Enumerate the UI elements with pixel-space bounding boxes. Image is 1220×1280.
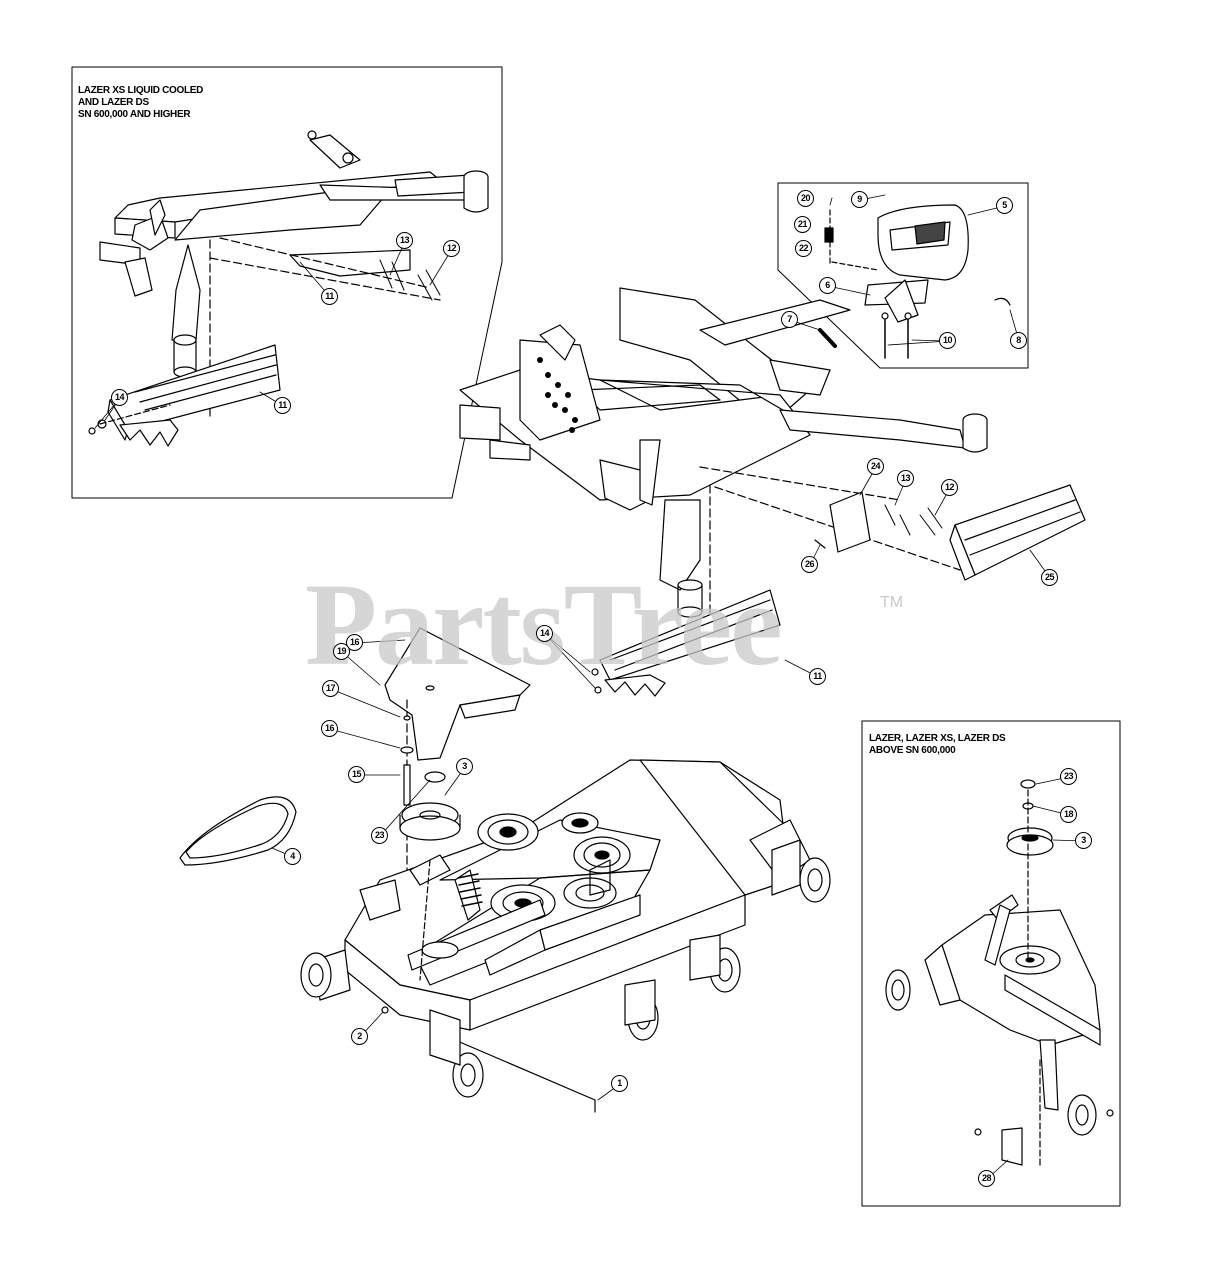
callout-28: 28	[978, 1170, 995, 1187]
callout-5: 5	[996, 197, 1013, 214]
callout-1: 1	[611, 1075, 628, 1092]
mower-deck	[300, 759, 831, 1113]
note-line: LAZER, LAZER XS, LAZER DS	[869, 733, 1006, 744]
trademark-mark: TM	[880, 594, 904, 611]
callout-22: 22	[795, 240, 812, 257]
callout-12-main: 12	[941, 479, 958, 496]
main-hitch-assembly	[459, 287, 1086, 697]
callout-6: 6	[819, 277, 836, 294]
callout-2: 2	[351, 1028, 368, 1045]
callout-3-inset: 3	[1075, 832, 1092, 849]
note-line: SN 600,000 AND HIGHER	[78, 109, 191, 120]
callout-7: 7	[781, 311, 798, 328]
callout-11-left-inset: 11	[274, 397, 291, 414]
note-line: ABOVE SN 600,000	[869, 745, 956, 756]
callout-4: 4	[284, 848, 301, 865]
callout-24: 24	[867, 458, 884, 475]
callout-16-upper: 16	[346, 634, 363, 651]
callout-18: 18	[1060, 806, 1077, 823]
callout-12-inset: 12	[443, 240, 460, 257]
top-left-inset-note: LAZER XS LIQUID COOLED AND LAZER DS SN 6…	[78, 85, 203, 121]
callout-9: 9	[851, 191, 868, 208]
callout-21: 21	[794, 216, 811, 233]
top-right-inset-frame	[777, 182, 1029, 369]
callout-23-main: 23	[371, 827, 388, 844]
callout-15: 15	[348, 766, 365, 783]
callout-20: 20	[797, 190, 814, 207]
pulley-cover	[384, 627, 531, 761]
partstree-watermark: PartsTree	[305, 559, 783, 690]
callout-23-inset: 23	[1060, 768, 1077, 785]
callout-14-inset: 14	[111, 389, 128, 406]
inset-deck-corner	[885, 779, 1114, 1166]
callout-19: 19	[333, 643, 350, 660]
bottom-right-inset-note: LAZER, LAZER XS, LAZER DS ABOVE SN 600,0…	[869, 733, 1006, 757]
callout-13-main: 13	[897, 470, 914, 487]
spindle-stack	[399, 699, 461, 1001]
inset-hitch-assembly	[88, 130, 489, 447]
callout-16-lower: 16	[321, 720, 338, 737]
drive-belt	[179, 796, 297, 866]
note-line: AND LAZER DS	[78, 97, 149, 108]
callout-13-inset: 13	[396, 232, 413, 249]
callout-14-main: 14	[536, 625, 553, 642]
callout-8: 8	[1010, 332, 1027, 349]
callout-11-top-inset: 11	[321, 288, 338, 305]
callout-10: 10	[939, 332, 956, 349]
inset-bumper-assembly	[818, 204, 1011, 359]
callout-26: 26	[801, 556, 818, 573]
callout-11-main: 11	[809, 668, 826, 685]
callout-17: 17	[322, 680, 339, 697]
top-left-inset-frame	[71, 66, 503, 499]
callout-25: 25	[1041, 569, 1058, 586]
bottom-right-inset-frame	[861, 720, 1121, 1207]
note-line: LAZER XS LIQUID COOLED	[78, 85, 204, 96]
callout-3: 3	[456, 758, 473, 775]
